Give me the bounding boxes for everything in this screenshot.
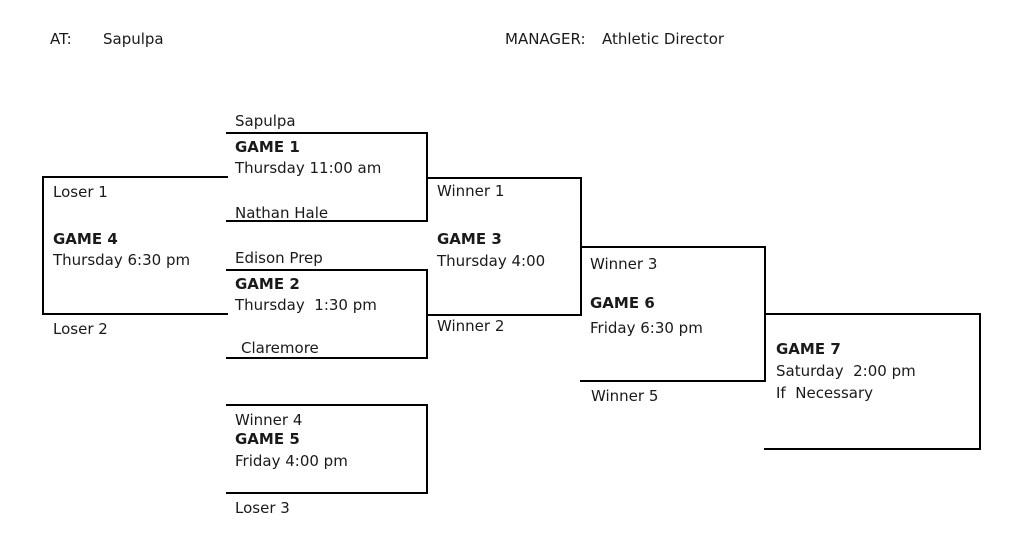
game1-top-slot: Sapulpa (235, 112, 296, 130)
game1-bottom-slot: Nathan Hale (235, 204, 329, 222)
game5-title: GAME 5 (235, 430, 300, 448)
game2-bottom-slot: Claremore (241, 339, 319, 357)
header-at-value: Sapulpa (103, 30, 164, 48)
game3-title: GAME 3 (437, 230, 502, 248)
game3-top-slot: Winner 1 (437, 182, 505, 200)
game5-bottom-slot: Loser 3 (235, 499, 290, 517)
game6-time: Friday 6:30 pm (590, 319, 703, 337)
game1-time: Thursday 11:00 am (235, 159, 382, 177)
game5-time: Friday 4:00 pm (235, 452, 348, 470)
game4-title: GAME 4 (53, 230, 118, 248)
header-manager-value: Athletic Director (602, 30, 725, 48)
header-at-label: AT: (50, 30, 72, 48)
game7-box (764, 313, 981, 450)
game1-title: GAME 1 (235, 138, 300, 156)
game5-top-slot: Winner 4 (235, 411, 303, 429)
game7-title: GAME 7 (776, 340, 841, 358)
game3-time: Thursday 4:00 (437, 252, 546, 270)
game4-top-slot: Loser 1 (53, 183, 108, 201)
game3-bottom-slot: Winner 2 (437, 317, 505, 335)
game4-time: Thursday 6:30 pm (53, 251, 191, 269)
game6-title: GAME 6 (590, 294, 655, 312)
game2-title: GAME 2 (235, 275, 300, 293)
game6-bottom-slot: Winner 5 (591, 387, 659, 405)
game2-time: Thursday 1:30 pm (235, 296, 377, 314)
game2-top-slot: Edison Prep (235, 249, 323, 267)
game7-note: If Necessary (776, 384, 874, 402)
game4-bottom-slot: Loser 2 (53, 320, 108, 338)
game4-box (42, 176, 228, 315)
game6-top-slot: Winner 3 (590, 255, 658, 273)
game5-box (226, 404, 428, 494)
header-manager-label: MANAGER: (505, 30, 586, 48)
game7-time: Saturday 2:00 pm (776, 362, 916, 380)
